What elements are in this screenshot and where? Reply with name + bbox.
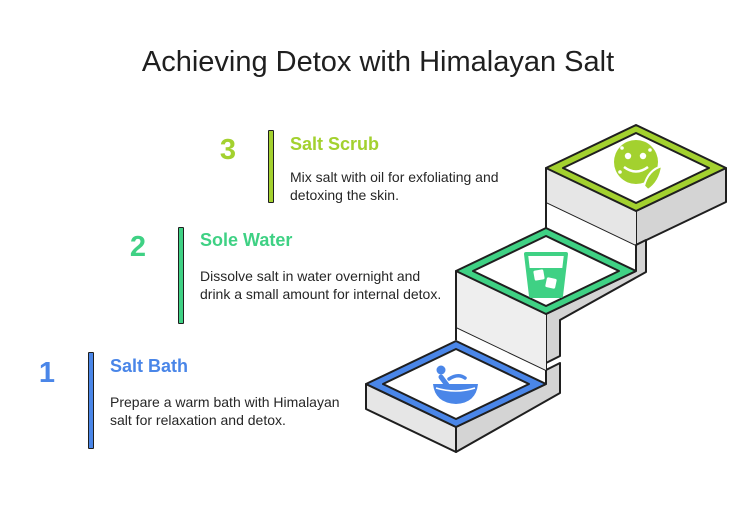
step-number: 2 xyxy=(129,231,147,263)
glass-of-water-icon xyxy=(524,252,568,298)
step-2-riser-back xyxy=(546,168,636,314)
step-title: Sole Water xyxy=(200,230,293,250)
step-2-right-side xyxy=(545,239,647,364)
step-title: Salt Bath xyxy=(110,356,189,376)
step-color-bar xyxy=(268,130,274,203)
step-number: 3 xyxy=(219,134,237,166)
step-title: Salt Scrub xyxy=(290,134,380,154)
bathtub-icon xyxy=(433,365,478,404)
step-description: Dissolve salt in water overnight and dri… xyxy=(200,268,442,302)
page-title: Achieving Detox with Himalayan Salt xyxy=(141,46,615,78)
step-description: Prepare a warm bath with Himalayan salt … xyxy=(110,394,340,428)
step-color-bar xyxy=(88,352,94,449)
scrub-face-icon xyxy=(614,140,664,192)
step-color-bar xyxy=(178,227,184,324)
step-description: Mix salt with oil for exfoliating and de… xyxy=(290,169,499,203)
step-number: 1 xyxy=(38,357,56,389)
